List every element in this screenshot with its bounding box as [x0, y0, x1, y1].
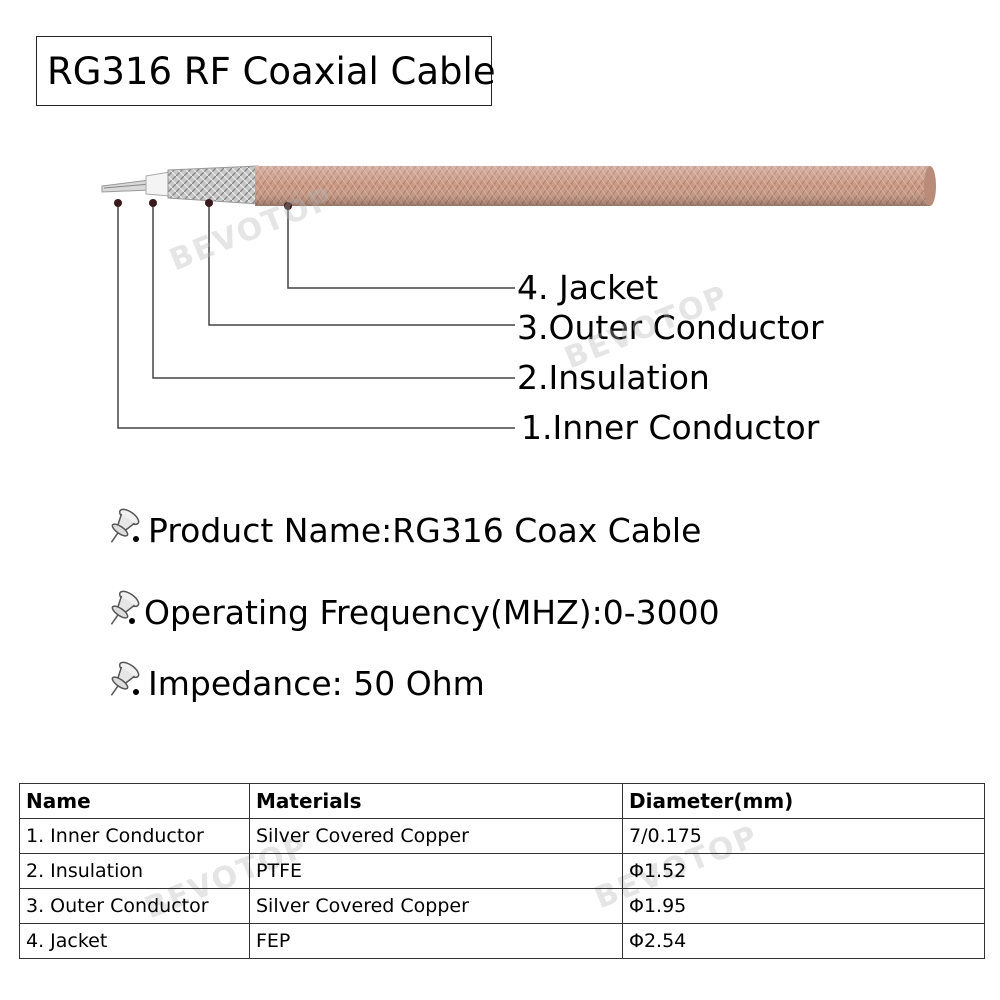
feature-text: Impedance: 50 Ohm — [148, 664, 485, 703]
pushpin-icon — [110, 661, 140, 696]
cell-diameter: Φ1.95 — [622, 888, 985, 924]
feature-impedance: Impedance: 50 Ohm — [92, 658, 792, 708]
feature-text: Operating Frequency(MHZ):0-3000 — [144, 593, 720, 632]
feature-operating-frequency: Operating Frequency(MHZ):0-3000 — [92, 587, 792, 637]
pushpin-icon — [110, 590, 140, 625]
header-diameter: Diameter(mm) — [622, 783, 985, 819]
cell-name: 1. Inner Conductor — [19, 818, 250, 854]
page-title: RG316 RF Coaxial Cable — [47, 50, 496, 93]
cell-diameter: Φ1.52 — [622, 853, 985, 889]
callout-inner-conductor: 1.Inner Conductor — [521, 408, 820, 447]
leader-line-insulation — [152, 203, 515, 379]
feature-text: Product Name:RG316 Coax Cable — [148, 511, 702, 550]
cell-name: 4. Jacket — [19, 923, 250, 959]
marker-dot-jacket — [284, 202, 292, 210]
cell-name: 2. Insulation — [19, 853, 250, 889]
header-name: Name — [19, 783, 250, 819]
callout-outer-conductor: 3.Outer Conductor — [517, 308, 824, 347]
cell-materials: Silver Covered Copper — [249, 888, 623, 924]
feature-product-name: Product Name:RG316 Coax Cable — [92, 505, 792, 555]
cell-materials: PTFE — [249, 853, 623, 889]
cell-name: 3. Outer Conductor — [19, 888, 250, 924]
table-row: 2. Insulation PTFE Φ1.52 — [19, 853, 985, 889]
cell-diameter: 7/0.175 — [622, 818, 985, 854]
inner-conductor-graphic — [101, 179, 151, 193]
table-row: 3. Outer Conductor Silver Covered Copper… — [19, 888, 985, 924]
pushpin-icon — [110, 508, 140, 543]
cell-materials: FEP — [249, 923, 623, 959]
table-row: 4. Jacket FEP Φ2.54 — [19, 923, 985, 959]
outer-conductor-graphic — [167, 165, 259, 205]
marker-dot-insulation — [149, 199, 157, 207]
spec-table: Name Materials Diameter(mm) 1. Inner Con… — [19, 783, 985, 959]
leader-line-inner-conductor — [117, 203, 515, 429]
jacket-graphic — [255, 166, 936, 206]
cell-materials: Silver Covered Copper — [249, 818, 623, 854]
cable-diagram — [101, 165, 936, 429]
marker-dot-inner-conductor — [114, 199, 122, 207]
marker-dot-outer-conductor — [205, 199, 213, 207]
callout-insulation: 2.Insulation — [517, 358, 710, 397]
callout-jacket: 4. Jacket — [517, 268, 659, 307]
title-box: RG316 RF Coaxial Cable — [36, 36, 496, 106]
table-header-row: Name Materials Diameter(mm) — [19, 783, 985, 819]
marker-dots — [114, 199, 292, 210]
table-row: 1. Inner Conductor Silver Covered Copper… — [19, 818, 985, 854]
insulation-graphic — [145, 171, 171, 197]
cell-diameter: Φ2.54 — [622, 923, 985, 959]
leader-line-jacket — [287, 206, 515, 289]
header-materials: Materials — [249, 783, 623, 819]
leader-line-outer-conductor — [208, 203, 515, 326]
leader-lines — [117, 203, 515, 429]
